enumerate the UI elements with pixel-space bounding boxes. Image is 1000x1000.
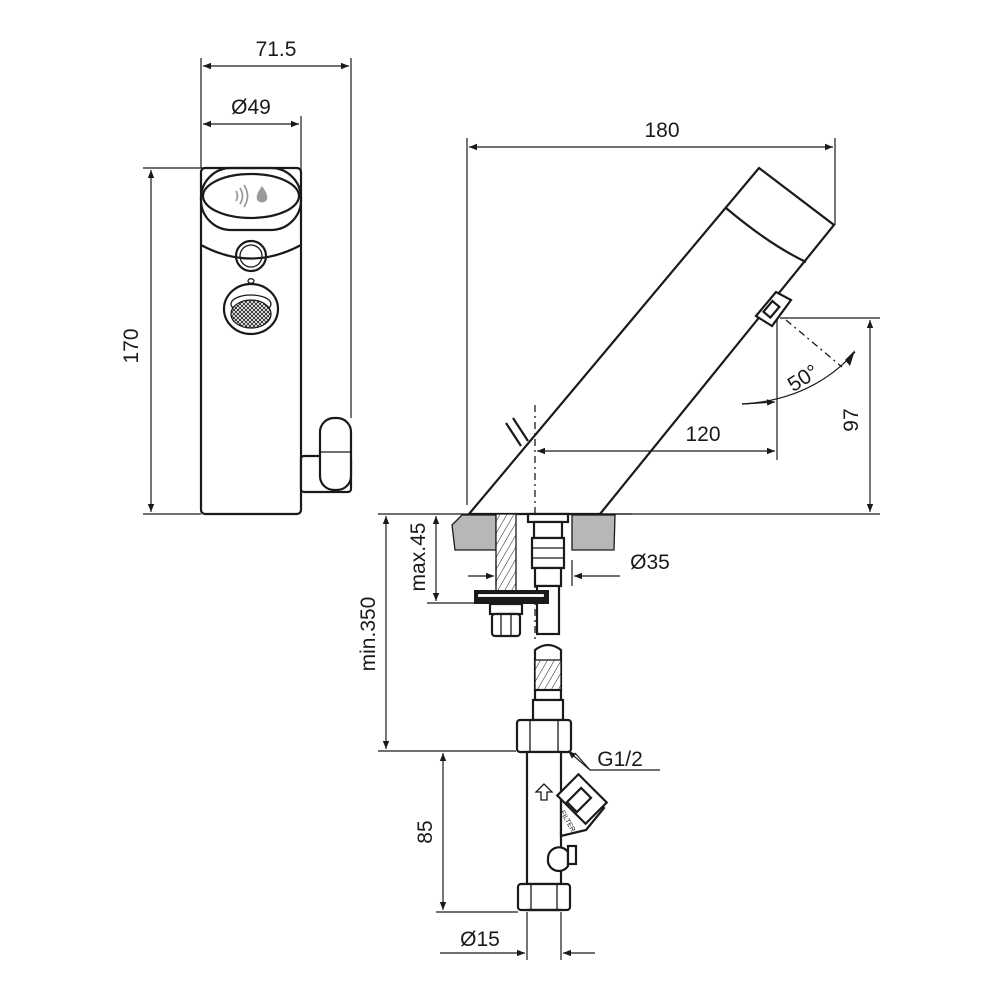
sensor-window	[201, 172, 301, 220]
dim-diameter-body: Ø49	[231, 96, 271, 119]
dim-angle: 50°	[784, 360, 823, 396]
filter-housing: FILTER	[555, 772, 609, 838]
dim-valve-height: 85	[414, 820, 437, 843]
sensor-icon	[235, 184, 268, 208]
dim-min-hose: min.350	[357, 597, 380, 672]
front-view	[199, 166, 353, 516]
countertop-left	[451, 514, 497, 551]
aerator	[222, 282, 280, 336]
valve-dimensions: G1/2 85 Ø15	[414, 748, 660, 960]
dim-width-total: 71.5	[256, 38, 297, 61]
dim-hole-diameter: Ø35	[630, 551, 670, 574]
dim-thread: G1/2	[597, 748, 643, 771]
installation-dimensions: max.45 Ø35 min.350	[357, 513, 670, 752]
side-lever	[299, 416, 353, 494]
lever-stub	[505, 422, 522, 447]
dim-height-outlet: 97	[840, 408, 863, 431]
installation	[451, 512, 632, 722]
side-view	[466, 166, 880, 640]
dim-max-thickness: max.45	[407, 523, 430, 592]
mounting-rod	[495, 513, 517, 593]
dim-length-spout: 180	[644, 119, 679, 142]
front-dimensions: 71.5 Ø49 170	[120, 38, 352, 515]
nut	[490, 612, 522, 638]
valve: FILTER	[515, 718, 609, 912]
dim-projection: 120	[685, 423, 720, 446]
dim-pipe-diameter: Ø15	[460, 928, 500, 951]
hose-connector	[526, 512, 570, 636]
flex-hose	[534, 659, 562, 691]
indicator-dot	[247, 278, 255, 284]
valve-knob	[566, 844, 578, 866]
spout-body	[466, 166, 836, 516]
button	[234, 239, 268, 273]
countertop-right	[571, 514, 616, 551]
sensor-cap	[199, 166, 303, 232]
outlet	[754, 290, 793, 328]
flow-arrow-icon	[534, 783, 554, 801]
faucet-body	[199, 166, 303, 516]
cap-edge	[200, 244, 302, 260]
spout-cap-line	[725, 207, 807, 263]
valve-bottom-nut	[516, 882, 572, 912]
valve-top-nut	[515, 718, 573, 754]
side-dimensions: 180 120 97 50°	[466, 119, 880, 512]
dim-height-total: 170	[120, 328, 143, 363]
